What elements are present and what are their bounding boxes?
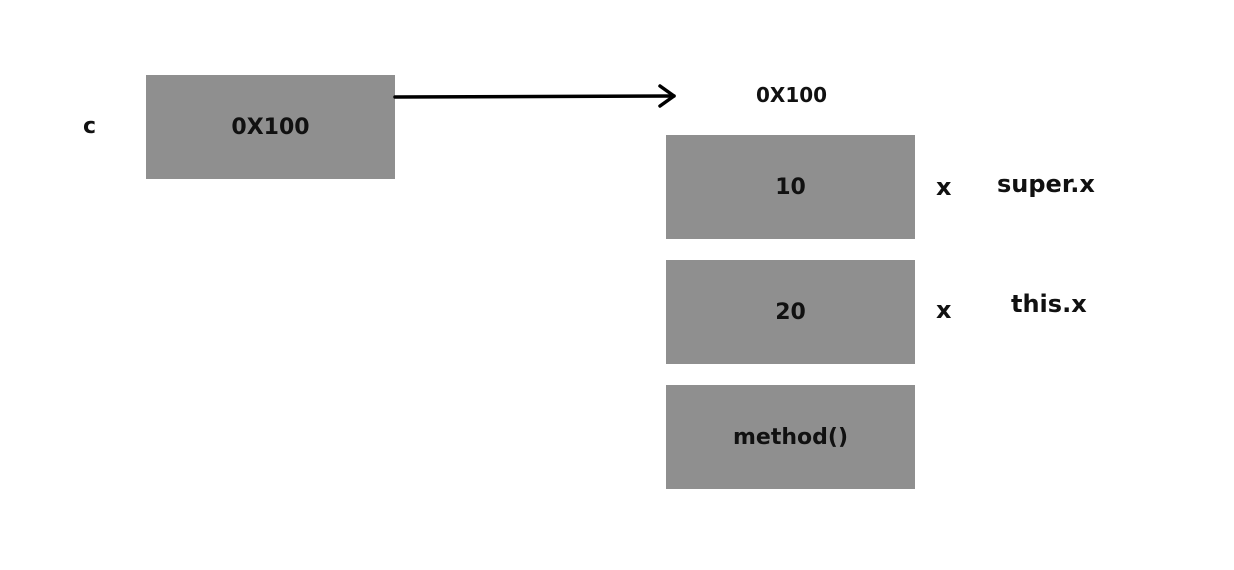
field-name-label: x — [936, 296, 952, 324]
method-box: method() — [666, 385, 915, 489]
object-address-label: 0X100 — [756, 83, 828, 107]
variable-name-c: c — [83, 114, 97, 139]
super-x-label: super.x — [997, 170, 1095, 198]
reference-address-box: 0X100 — [146, 75, 395, 179]
field-box-this-x: 20 — [666, 260, 915, 364]
field-name-label: x — [936, 173, 952, 201]
field-box-super-x: 10 — [666, 135, 915, 239]
this-x-label: this.x — [1011, 290, 1087, 318]
